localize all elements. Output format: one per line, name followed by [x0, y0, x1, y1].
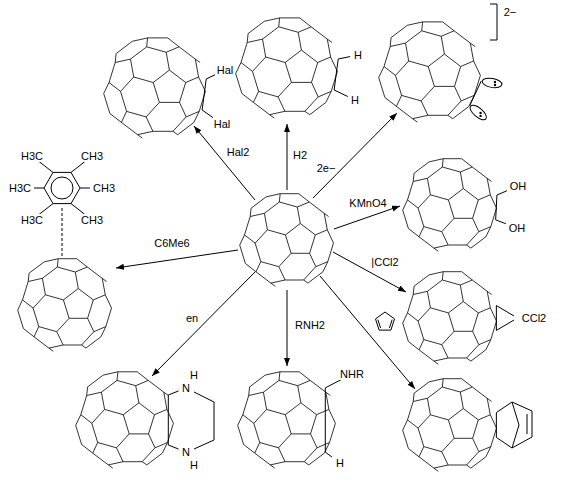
reaction-arrow	[116, 250, 238, 268]
reaction-arrow	[152, 272, 255, 376]
lone-pair-lobe	[468, 103, 489, 123]
reaction-arrow	[287, 290, 288, 366]
chem-label: 2−	[503, 6, 518, 18]
bond-line	[532, 411, 533, 437]
chem-label: H3C	[20, 214, 44, 226]
aromatic-circle	[51, 177, 73, 199]
bond-line	[496, 320, 514, 330]
fullerene	[104, 38, 206, 138]
chem-label: N	[181, 382, 191, 394]
bond-line	[71, 162, 85, 173]
bond-line	[496, 306, 514, 316]
chem-label: KMnO4	[348, 197, 387, 209]
molecules	[18, 4, 532, 471]
chem-label: CH3	[80, 150, 104, 162]
chem-label: CH3	[80, 214, 104, 226]
bond-line	[338, 57, 350, 59]
bond-line	[202, 79, 206, 110]
fullerene	[240, 194, 334, 287]
reaction-arrow	[313, 113, 397, 198]
bond-line	[168, 445, 178, 449]
bond-line	[496, 437, 512, 448]
bond-line	[334, 90, 348, 97]
fullerene	[236, 18, 338, 118]
chem-label: H	[335, 457, 345, 469]
bond-line	[168, 391, 178, 395]
bond-line	[334, 59, 338, 90]
bond-line	[71, 204, 85, 215]
chem-label: H3C	[8, 182, 32, 194]
chem-label: RNH2	[294, 319, 326, 331]
chem-label: Hal	[213, 118, 232, 130]
chem-label: N	[181, 446, 191, 458]
bond-line	[202, 110, 213, 118]
reaction-arrow	[333, 252, 406, 292]
fullerene	[403, 159, 497, 252]
electron-dot	[479, 112, 481, 114]
bond-line	[378, 320, 381, 328]
chem-label: 2e−	[316, 162, 337, 174]
chem-label: CCl2	[521, 312, 547, 324]
bond-line	[512, 402, 532, 411]
chem-label: CH3	[92, 182, 116, 194]
bond-line	[168, 395, 169, 445]
bond-line	[325, 388, 326, 452]
bond-line	[496, 195, 497, 220]
bond-line	[34, 188, 44, 189]
ethylene-bridge	[194, 392, 214, 449]
bond-line	[496, 402, 512, 413]
cyclopentadiene-icon	[376, 312, 395, 330]
bond-line	[527, 414, 528, 434]
chem-label: H	[353, 49, 363, 61]
chem-label: H	[189, 459, 199, 471]
bond-line	[62, 208, 63, 256]
bond-line	[512, 425, 519, 448]
chem-label: H2	[292, 149, 308, 161]
fullerene	[403, 272, 497, 365]
bond-line	[325, 452, 332, 457]
fullerene	[379, 22, 481, 122]
fullerene	[18, 259, 112, 352]
bond-line	[496, 413, 497, 438]
fullerene	[403, 379, 497, 472]
reaction-arrow	[334, 206, 400, 229]
chem-label: Hal	[216, 64, 235, 76]
chem-label: NHR	[339, 368, 365, 380]
electron-dot	[494, 81, 496, 83]
fullerene	[238, 372, 336, 468]
chem-label: H	[189, 369, 199, 381]
bond-line	[470, 81, 481, 105]
chem-label: C6Me6	[153, 237, 190, 249]
chem-label: |CCl2	[370, 256, 399, 268]
bond-line	[512, 402, 519, 425]
bond-line	[206, 75, 215, 79]
reaction-arrow	[320, 276, 415, 389]
bond-line	[389, 320, 392, 328]
fullerene	[76, 372, 174, 468]
chem-label: H	[350, 94, 360, 106]
bond-line	[496, 220, 506, 224]
reaction-arrow	[194, 126, 255, 200]
charge-bracket	[490, 4, 497, 40]
lone-pair-lobe	[481, 77, 502, 89]
chem-label: H3C	[20, 150, 44, 162]
reaction-arrow	[287, 124, 288, 190]
electron-dot	[494, 84, 496, 86]
chem-label: en	[185, 312, 199, 324]
bond-line	[39, 162, 53, 173]
bond-line	[80, 188, 90, 189]
bond-line	[497, 191, 507, 195]
electron-dot	[479, 115, 481, 117]
chem-label: OH	[508, 222, 527, 234]
benzene-ring	[44, 172, 80, 203]
chem-label: OH	[509, 180, 528, 192]
chem-label: Hal2	[226, 146, 251, 158]
bond-line	[39, 204, 53, 215]
bond-line	[496, 306, 497, 331]
